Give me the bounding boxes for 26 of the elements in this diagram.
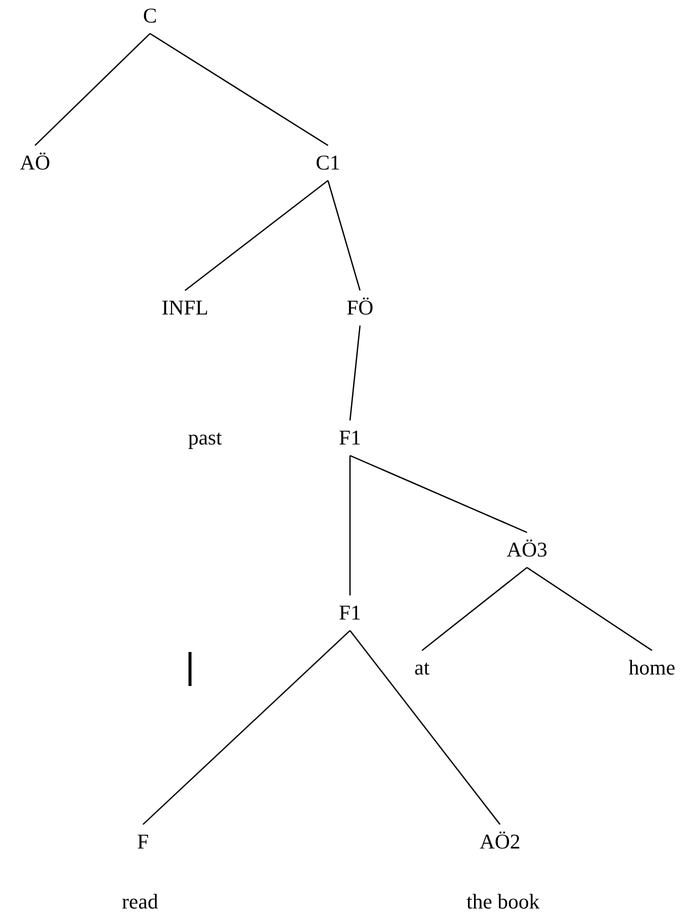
- tree-label: AÖ2: [476, 824, 524, 860]
- tree-label: F1: [334, 420, 366, 456]
- tree-branch-line: [184, 180, 328, 291]
- tree-branch-line: [349, 325, 361, 421]
- tree-label: AÖ3: [502, 532, 552, 568]
- word-label: past: [188, 426, 222, 450]
- tree-label: F: [133, 824, 153, 860]
- tree-branch-line: [142, 630, 350, 825]
- tree-branch-line: [350, 454, 528, 534]
- tree-label: INFL: [158, 290, 212, 326]
- word-label: read: [122, 890, 158, 914]
- tree-branch-line: [526, 567, 652, 651]
- tree-label: C: [139, 0, 161, 34]
- tree-label: F1: [334, 595, 366, 631]
- tree-label: C1: [312, 145, 344, 181]
- word-label: the book: [466, 890, 540, 914]
- tree-label: at: [410, 650, 434, 686]
- tree-label: AÖ: [16, 145, 54, 181]
- tree-label: home: [624, 650, 680, 686]
- tree-branch-line: [349, 630, 501, 825]
- tree-branch-line: [34, 33, 150, 146]
- tree-label: FÖ: [342, 290, 378, 326]
- tree-branch-line: [349, 456, 351, 596]
- tree-branch-line: [327, 180, 361, 291]
- tree-branch-line: [422, 567, 528, 651]
- tree-branch-line: [150, 33, 328, 146]
